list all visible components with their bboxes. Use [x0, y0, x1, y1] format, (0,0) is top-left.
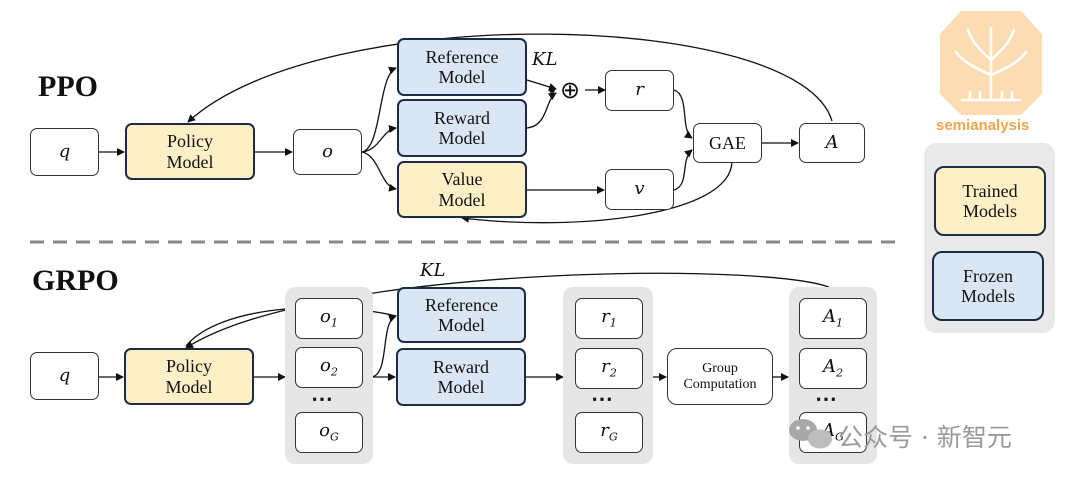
ppo-kl-label: KL [532, 49, 558, 70]
grpo-kl-label: KL [420, 260, 446, 281]
arrow-r-gae [673, 89, 693, 139]
grpo-r2-node: r2 [575, 348, 643, 389]
ppo-v-label: v [634, 178, 645, 200]
grpo-r2-label: r2 [601, 355, 617, 380]
grpo-reward-model: Reward Model [396, 348, 526, 406]
ppo-v-node: v [605, 169, 674, 210]
grpo-q-node: q [30, 352, 99, 400]
ppo-q-node: q [30, 128, 99, 176]
ppo-reference-model: Reference Model [397, 38, 527, 96]
grpo-policy-model: Policy Model [124, 348, 254, 405]
grpo-reference-model: Reference Model [397, 287, 526, 343]
grpo-r1-label: r1 [601, 305, 617, 330]
grpo-a-ellipsis: ⋯ [815, 386, 841, 411]
arrow-grpo-a-policy [185, 272, 835, 349]
semianalysis-logo-text: semianalysis [936, 117, 1030, 134]
ppo-r-node: r [605, 70, 674, 111]
ppo-plus-icon: ⊕ [560, 76, 581, 104]
ppo-title: PPO [38, 70, 98, 103]
legend-frozen-models: Frozen Models [932, 251, 1044, 321]
ppo-policy-model: Policy Model [125, 123, 255, 180]
ppo-a-node: A [799, 123, 865, 163]
arrow-v-gae [673, 149, 693, 191]
grpo-r-ellipsis: ⋯ [591, 386, 617, 411]
grpo-r1-node: r1 [575, 298, 643, 339]
ppo-reward-model: Reward Model [397, 99, 527, 157]
junction-dot [549, 87, 555, 93]
arrow-o-value [361, 151, 397, 192]
arrow-o-reward [361, 125, 397, 153]
ppo-gae-node: GAE [693, 123, 762, 163]
watermark-text: 公众号 · 新智元 [838, 423, 1012, 452]
grpo-a2-label: A2 [822, 355, 844, 380]
grpo-og-label: oG [319, 419, 339, 444]
ppo-a-label: A [825, 131, 839, 153]
arrow-reward-plus [526, 92, 557, 129]
arrow-a-policy [187, 33, 833, 123]
ppo-q-label: q [58, 140, 71, 162]
arrow-o-reference [361, 66, 397, 153]
ppo-o-label: o [322, 140, 333, 162]
ppo-value-model: Value Model [397, 161, 527, 218]
grpo-title: GRPO [32, 264, 119, 297]
grpo-a2-node: A2 [799, 348, 867, 389]
grpo-rg-node: rG [575, 412, 643, 453]
grpo-o-ellipsis: ⋯ [311, 386, 337, 411]
arrow-gae-value [461, 161, 733, 224]
ppo-o-node: o [293, 129, 362, 175]
ppo-r-label: r [635, 79, 644, 101]
grpo-q-label: q [58, 364, 71, 386]
grpo-rg-label: rG [600, 419, 618, 444]
grpo-a1-label: A1 [822, 305, 844, 330]
grpo-og-node: oG [295, 412, 363, 453]
legend-trained-models: Trained Models [934, 166, 1046, 236]
grpo-o2-label: o2 [320, 354, 338, 379]
grpo-a1-node: A1 [799, 298, 867, 339]
arrow-grpo-o-reference [371, 314, 397, 378]
grpo-o2-node: o2 [295, 347, 363, 388]
grpo-o1-node: o1 [295, 298, 363, 339]
grpo-group-computation: Group Computation [667, 348, 773, 405]
grpo-o1-label: o1 [320, 305, 338, 330]
